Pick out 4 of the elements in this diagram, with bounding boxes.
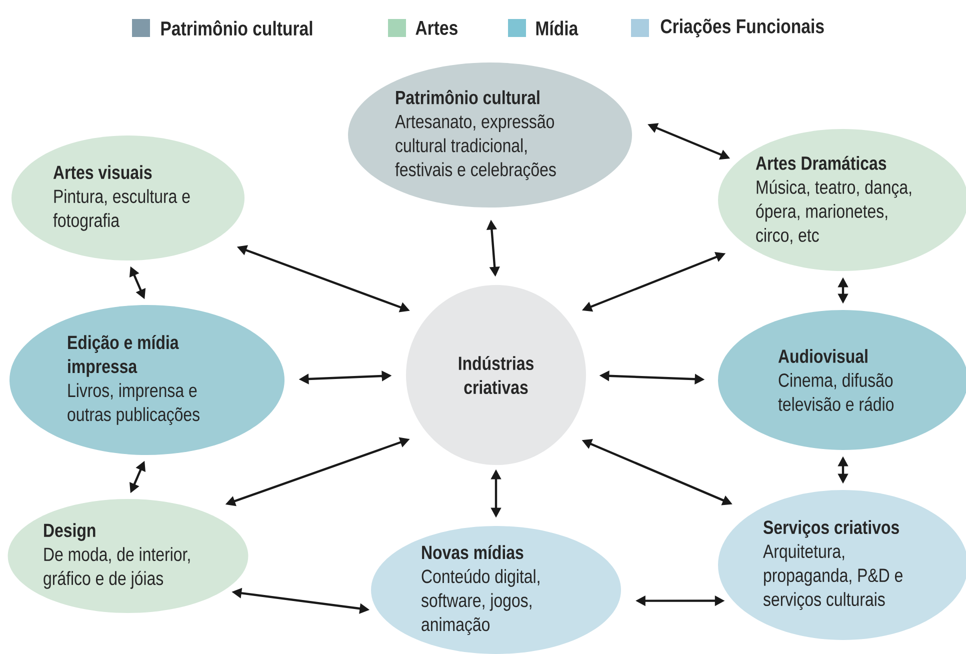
legend-label: Mídia (536, 20, 578, 36)
legend-label: Artes (416, 21, 458, 35)
legend-label: Patrimônio cultural (161, 20, 312, 36)
legend-label: Criações Funcionais (660, 18, 824, 38)
